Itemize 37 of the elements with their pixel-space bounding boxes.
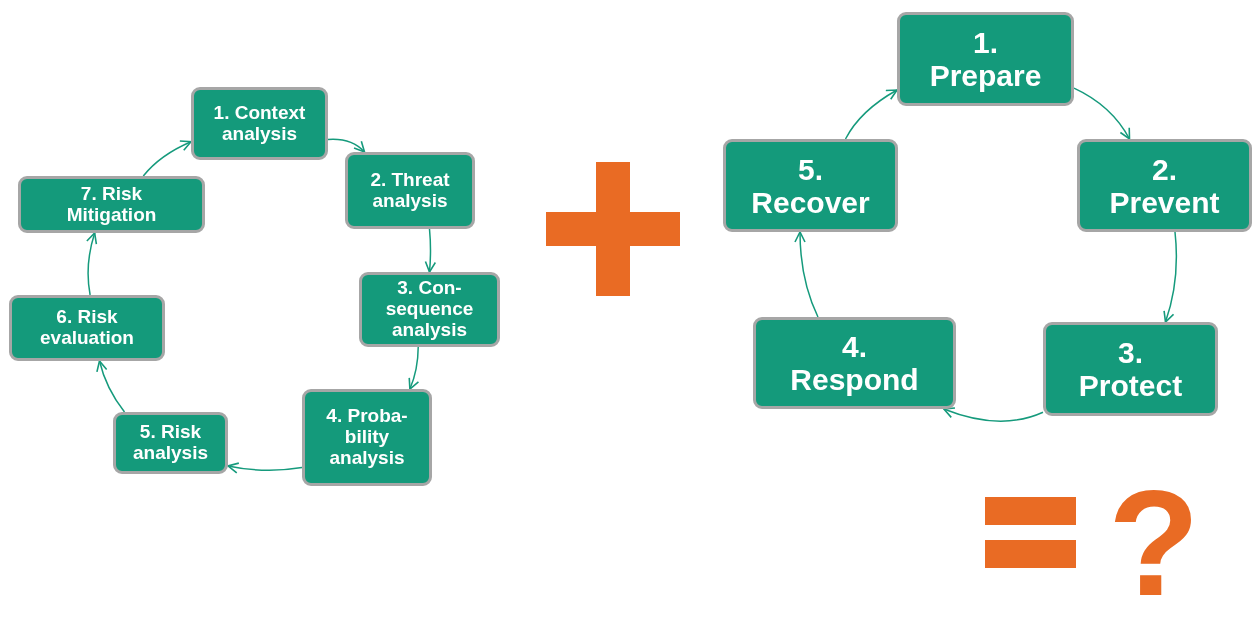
- box-label: 5. Recover: [750, 152, 871, 219]
- box-label: 6. Risk evaluation: [39, 307, 135, 349]
- curved-arrow: [96, 360, 126, 413]
- curved-arrow: [408, 346, 420, 390]
- process-box: [302, 389, 432, 486]
- process-box: [9, 295, 165, 361]
- process-box: [897, 12, 1074, 106]
- curved-arrow: [1163, 231, 1178, 323]
- process-box: [345, 152, 475, 229]
- box-label: 1. Prepare: [928, 26, 1043, 92]
- process-box: [359, 272, 500, 347]
- box-label: 2. Threat analysis: [369, 169, 451, 212]
- process-box: [191, 87, 328, 160]
- process-box: [723, 139, 898, 232]
- curved-arrow: [327, 138, 366, 153]
- process-box: [1043, 322, 1218, 416]
- curved-arrow: [424, 228, 437, 273]
- curved-arrow: [794, 231, 819, 318]
- process-box: [1077, 139, 1252, 232]
- box-label: 1. Context analysis: [212, 102, 307, 145]
- box-label: 3. Protect: [1077, 336, 1184, 402]
- box-label: 4. Respond: [789, 330, 920, 396]
- process-box: [18, 176, 205, 233]
- question-mark: ?: [1108, 468, 1200, 617]
- box-label: 5. Risk analysis: [132, 422, 209, 464]
- box-label: 4. Proba- bility analysis: [325, 406, 409, 469]
- curved-arrow: [844, 89, 898, 140]
- curved-arrow: [1073, 87, 1131, 140]
- curved-arrow: [227, 462, 303, 474]
- curved-arrow: [142, 140, 192, 177]
- curved-arrow: [86, 232, 98, 296]
- process-box: [113, 412, 228, 474]
- box-label: 7. Risk Mitigation: [65, 183, 158, 226]
- box-label: 3. Con- sequence analysis: [384, 278, 475, 341]
- box-label: 2. Prevent: [1108, 152, 1221, 219]
- curved-arrow: [943, 407, 1044, 422]
- process-box: [753, 317, 956, 409]
